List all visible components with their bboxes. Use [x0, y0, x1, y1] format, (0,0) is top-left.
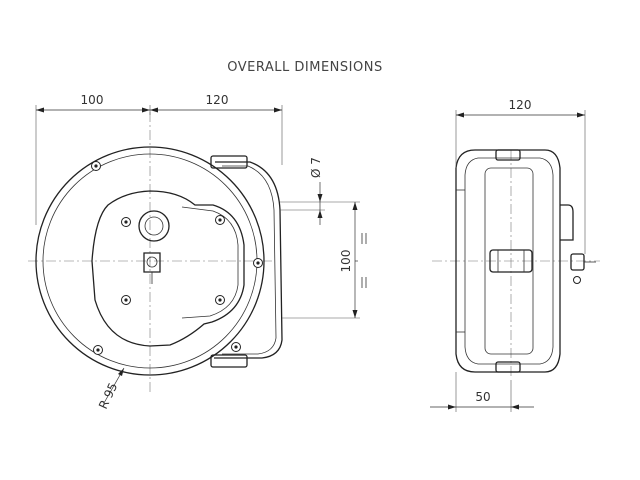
side-hose-fitting [570, 253, 585, 271]
dimension-label-side-width: 120 [509, 98, 532, 112]
bolt-center [124, 298, 128, 302]
dimension-label-radius: R 95 [96, 380, 120, 411]
swivel-fitting-center [146, 256, 158, 268]
bolt-center [256, 261, 260, 265]
arrow-head [511, 404, 519, 410]
dimension-label-diameter: Ø 7 [309, 157, 323, 178]
side-view [432, 149, 600, 378]
bracket-bottom-tab [210, 354, 248, 368]
arrow-head [352, 202, 358, 210]
mounting-bracket [214, 161, 283, 359]
arrow-head [274, 107, 282, 113]
bolt-center [234, 345, 238, 349]
bolt-center [96, 348, 100, 352]
drawing-title: OVERALL DIMENSIONS [227, 60, 382, 75]
bolt-icon [573, 276, 581, 284]
arrow-head [142, 107, 150, 113]
mounting-bracket-inner [222, 165, 277, 355]
bracket-top-tab [210, 155, 248, 169]
side-axle [489, 249, 533, 273]
side-bottom-cap [495, 361, 521, 373]
cover-plate-inner-edge [181, 206, 239, 319]
arrow-head [577, 112, 585, 118]
dimension-label-120: 120 [206, 93, 229, 107]
arrow-head [456, 112, 464, 118]
side-top-cap [495, 149, 521, 161]
dimension-label-100: 100 [81, 93, 104, 107]
drum-outer [35, 146, 265, 376]
arrow-head [317, 210, 323, 218]
front-view [28, 112, 283, 392]
cover-plate [91, 190, 245, 347]
bolt-center [124, 220, 128, 224]
dimension-label-height: 100 [339, 250, 353, 273]
side-drum-spool [484, 167, 534, 355]
hub-outer [138, 210, 170, 242]
side-drum-inner [464, 157, 554, 365]
side-dimensions: 120 50 [430, 98, 586, 412]
bolt-center [218, 298, 222, 302]
swivel-fitting [143, 252, 161, 273]
cover-bolts [91, 161, 263, 355]
bolt-center [94, 164, 98, 168]
arrow-head [150, 107, 158, 113]
arrow-head [448, 404, 456, 410]
dimension-label-side-depth: 50 [475, 390, 490, 404]
arrow-head [36, 107, 44, 113]
hub-inner [144, 216, 164, 236]
side-bracket [560, 204, 574, 241]
bolt-center [218, 218, 222, 222]
arrow-head [118, 368, 124, 376]
arrow-head [317, 194, 323, 202]
side-drum-outer [455, 149, 561, 373]
arrow-head [352, 310, 358, 318]
